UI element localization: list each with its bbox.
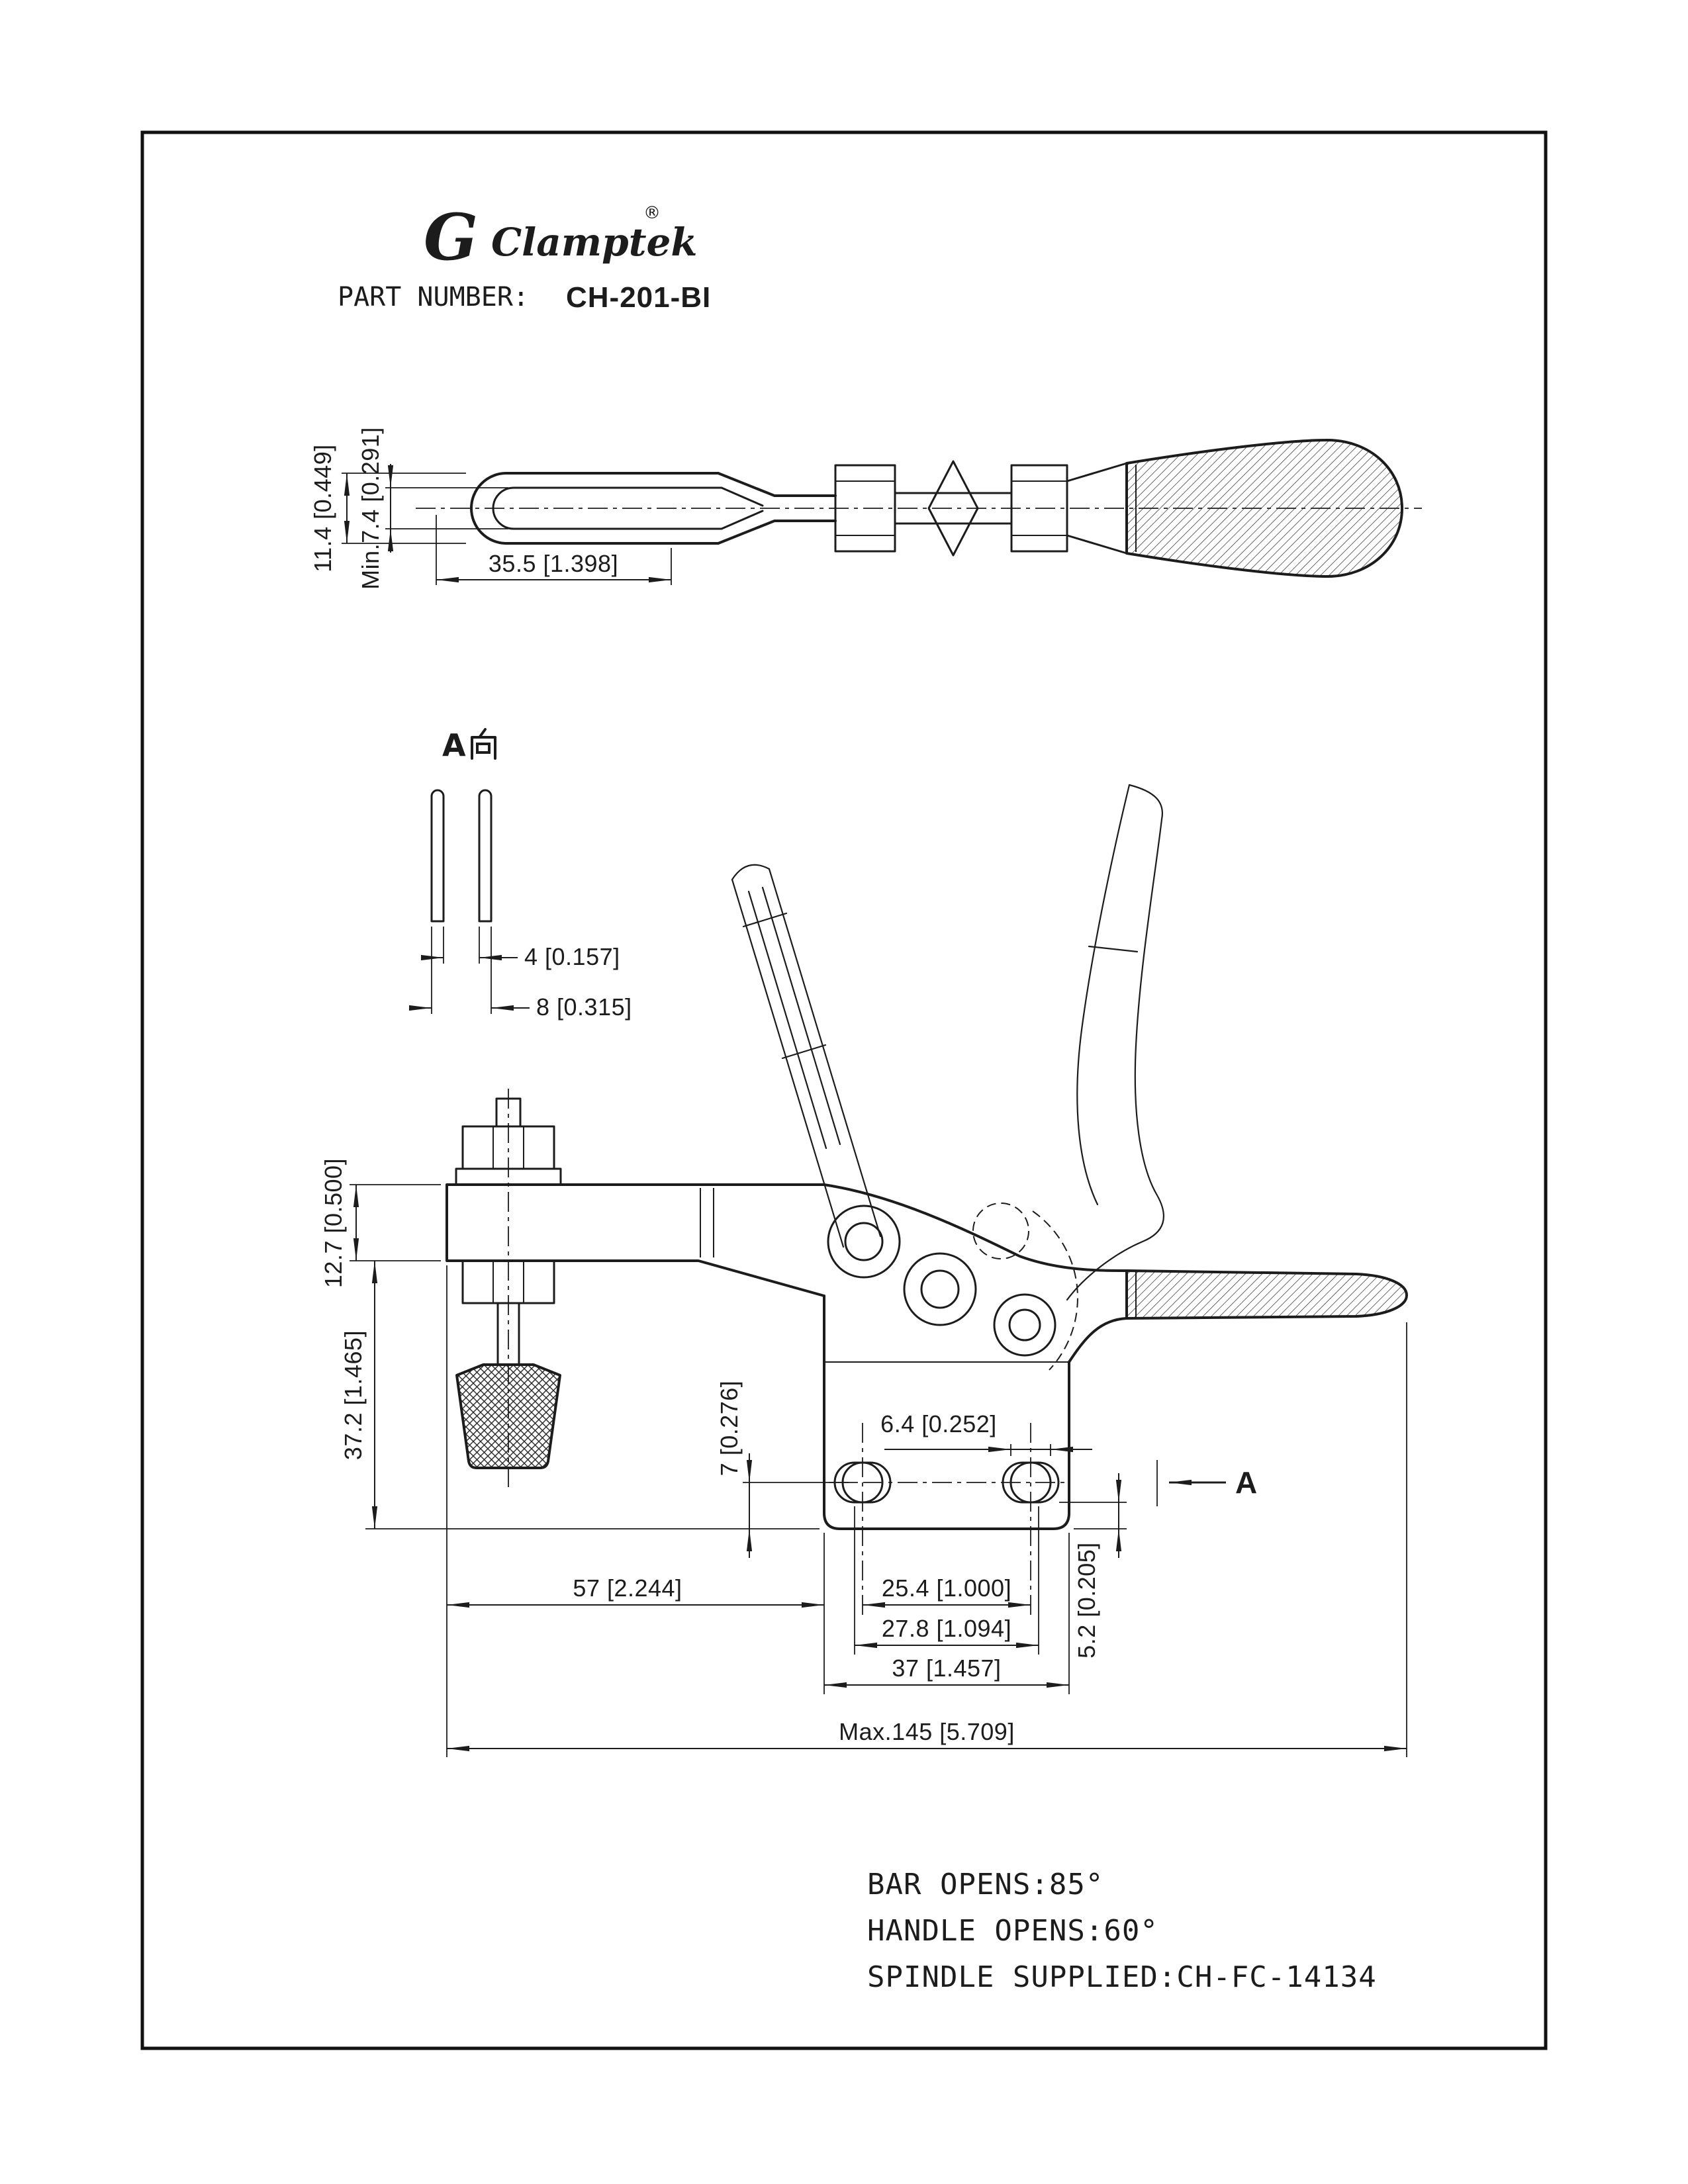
section-view-arrow: A (1156, 1460, 1257, 1506)
phantom-pivot (972, 1203, 1029, 1259)
dim-leg-gap: 4 [0.157] (421, 927, 620, 970)
svg-text:27.8 [1.094]: 27.8 [1.094] (882, 1615, 1011, 1642)
handle-grip-top (1125, 439, 1403, 578)
svg-text:8 [0.315]: 8 [0.315] (536, 993, 632, 1021)
pivot-rivet-top (927, 460, 979, 557)
toggle-mechanism-top (834, 460, 1128, 557)
dim-bar-outer-height: 11.4 [0.449] (309, 444, 466, 572)
svg-text:57 [2.244]: 57 [2.244] (573, 1574, 682, 1602)
svg-text:37.2 [1.465]: 37.2 [1.465] (340, 1330, 367, 1460)
logo-g-icon: G (424, 200, 478, 275)
arm-bend-marks (700, 1188, 714, 1257)
dim-slot-spacing: 27.8 [1.094] (854, 1506, 1039, 1655)
dim-hole-diameter: 6.4 [0.252] (880, 1410, 1092, 1456)
brand-name: Clamptek (491, 220, 698, 265)
svg-text:Min.7.4 [0.291]: Min.7.4 [0.291] (357, 427, 384, 590)
spindle-stud (495, 1097, 522, 1128)
note-bar-opens: BAR OPENS:85° (867, 1868, 1103, 1901)
a-view-label: A (442, 727, 496, 763)
dim-bar-end-to-base: 57 [2.244] (446, 1265, 825, 1757)
clamp-bar-neck (717, 472, 837, 545)
part-number-row: PART NUMBER: CH-201-BI (338, 281, 711, 314)
svg-text:4 [0.157]: 4 [0.157] (524, 943, 620, 970)
pivot-rivets (827, 1203, 1078, 1371)
brand-logo: G Clamptek ® (424, 200, 698, 275)
svg-text:37 [1.457]: 37 [1.457] (892, 1655, 1001, 1682)
dim-slot-length: 35.5 [1.398] (436, 515, 672, 585)
svg-text:5.2 [0.205]: 5.2 [0.205] (1073, 1542, 1100, 1659)
svg-text:35.5 [1.398]: 35.5 [1.398] (489, 550, 618, 577)
clamp-bar-open-phantom (731, 864, 882, 1248)
top-washer (455, 1167, 562, 1186)
handle-open-phantom (1066, 784, 1164, 1301)
note-handle-opens: HANDLE OPENS:60° (867, 1914, 1158, 1948)
dim-leg-width: 8 [0.315] (409, 927, 632, 1021)
rubber-foot (455, 1363, 561, 1469)
body-top-edge (823, 1183, 1128, 1272)
part-number-label: PART NUMBER: (338, 282, 529, 312)
svg-text:12.7 [0.500]: 12.7 [0.500] (320, 1158, 347, 1288)
a-view-label-letter: A (442, 727, 466, 763)
clamp-bar-slot (492, 486, 723, 530)
svg-text:6.4 [0.252]: 6.4 [0.252] (880, 1410, 997, 1437)
base-plate (823, 1295, 1070, 1530)
notes: BAR OPENS:85° HANDLE OPENS:60° SPINDLE S… (867, 1868, 1377, 1994)
dim-max-length: Max.145 [5.709] (447, 1322, 1407, 1757)
spindle-assembly (455, 1097, 562, 1469)
section-letter: A (1235, 1465, 1257, 1500)
spindle-rod (496, 1302, 520, 1366)
part-number-value: CH-201-BI (566, 281, 711, 314)
bar-leg-left (430, 789, 445, 923)
sheet-border (140, 130, 1548, 2050)
dim-bar-inner-height: Min.7.4 [0.291] (357, 427, 508, 590)
dim-overall-height: 37.2 [1.465] (340, 1261, 820, 1529)
dim-hole-to-bottom: 7 [0.276] (716, 1381, 854, 1558)
note-spindle-supplied: SPINDLE SUPPLIED:CH-FC-14134 (867, 1960, 1377, 1994)
svg-text:Max.145 [5.709]: Max.145 [5.709] (839, 1718, 1015, 1745)
a-view: A 4 [0.157] 8 [0.315] (409, 727, 632, 1021)
clamp-bar-slot-end (720, 486, 764, 530)
svg-text:11.4 [0.449]: 11.4 [0.449] (309, 444, 336, 572)
clamp-bar-outline (470, 472, 720, 545)
dim-bar-height: 12.7 [0.500] (320, 1158, 441, 1288)
dim-edge-offset: 5.2 [0.205] (1059, 1473, 1127, 1659)
phantom-arc (1032, 1210, 1078, 1371)
dim-base-width: 37 [1.457] (824, 1533, 1070, 1694)
clamp-arm (445, 1183, 825, 1297)
xiang-glyph (471, 728, 496, 760)
side-view: 12.7 [0.500] 37.2 [1.465] 7 [0.276] 6.4 … (320, 784, 1408, 1757)
svg-text:7 [0.276]: 7 [0.276] (716, 1381, 743, 1477)
bottom-hex-nut (461, 1259, 555, 1304)
dim-hole-spacing: 25.4 [1.000] (863, 1574, 1031, 1608)
bar-leg-right (478, 789, 492, 923)
registered-mark: ® (643, 203, 661, 223)
body-right-edge (1068, 1317, 1128, 1363)
handle-grip-side (1125, 1269, 1408, 1320)
svg-text:25.4 [1.000]: 25.4 [1.000] (882, 1574, 1011, 1602)
top-view: 11.4 [0.449] Min.7.4 [0.291] 35.5 [1.398… (309, 427, 1422, 590)
